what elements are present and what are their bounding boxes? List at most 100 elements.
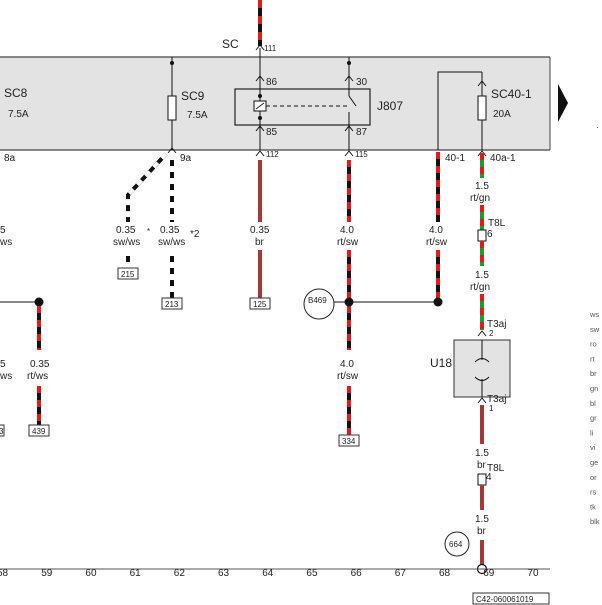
wire-rtsw-1-size: 4.0 xyxy=(340,225,354,236)
ref-215: 215 xyxy=(121,270,135,279)
grid-number: 59 xyxy=(41,568,53,579)
junction-dot xyxy=(344,297,354,307)
footer-code: C42-060061019 xyxy=(476,595,534,604)
footer-code-box xyxy=(472,592,550,605)
wire-rtws-size: 0.35 xyxy=(30,359,50,370)
grid-number: 68 xyxy=(439,568,451,579)
wire-br-1-color: br xyxy=(477,460,487,471)
mark-star-2: *2 xyxy=(190,229,200,240)
terminal-arrow-icon xyxy=(255,150,265,157)
grid-number: 61 xyxy=(130,568,142,579)
legend-item: rt xyxy=(590,354,595,363)
connector-t8l-b-icon xyxy=(477,473,487,486)
fuse-sc8-rating: 7.5A xyxy=(8,109,29,120)
sc40-bridge xyxy=(437,71,482,150)
grid-numbers: 58596061626364656667686970 xyxy=(0,568,539,579)
terminal-arrow-icon xyxy=(344,150,354,157)
grid-number: 64 xyxy=(262,568,274,579)
fuse-sc40-1-pin: 40a-1 xyxy=(490,153,516,164)
wire-sc9-b-size: 0.35 xyxy=(160,225,180,236)
terminal-arrow-icon xyxy=(477,150,487,157)
pin-111: 111 xyxy=(264,44,277,53)
grid-number: 65 xyxy=(306,568,318,579)
legend-item: tk xyxy=(590,502,596,511)
u18-symbol-icon xyxy=(474,358,490,363)
fuse-sc40-1-name: SC40-1 xyxy=(491,87,532,101)
wire-left-bot-size: 5 xyxy=(0,359,6,370)
ref-box-125 xyxy=(249,297,271,310)
relay-pin-30: 30 xyxy=(356,77,368,88)
legend-item: br xyxy=(590,369,597,378)
grid-number: 67 xyxy=(395,568,407,579)
connector-t3aj-b: T3aj xyxy=(487,394,506,405)
wire-rtgn-1-color: rt/gn xyxy=(470,193,490,204)
wire-rtgn-2-size: 1.5 xyxy=(475,270,489,281)
ref-left: 3 xyxy=(0,427,4,436)
ref-334: 334 xyxy=(342,437,356,446)
continuation-arrow-icon xyxy=(558,84,568,122)
pin-112: 112 xyxy=(266,150,279,159)
legend-item: rs xyxy=(590,488,596,497)
ref-439: 439 xyxy=(32,427,46,436)
component-664: 664 xyxy=(449,540,463,549)
legend-item: li xyxy=(590,428,594,437)
edge-mark: · xyxy=(596,123,599,132)
legend-item: bl xyxy=(590,399,596,408)
connector-t3aj-b-pin: 1 xyxy=(489,404,494,413)
pin-40-1: 40-1 xyxy=(445,153,465,164)
grid-number: 60 xyxy=(85,568,97,579)
ref-box-left xyxy=(0,424,5,437)
ref-213: 213 xyxy=(165,300,179,309)
ref-box-439 xyxy=(28,424,50,437)
sc-label: SC xyxy=(222,37,239,51)
wire-rtsw-1-color: rt/sw xyxy=(337,237,359,248)
legend-item: vi xyxy=(590,443,596,452)
component-664-circle xyxy=(444,531,470,557)
fuse-sc8-pin: 8a xyxy=(4,153,16,164)
relay-j807-label: J807 xyxy=(377,99,403,113)
terminal-arrow-icon xyxy=(255,44,265,51)
grid-number: 58 xyxy=(0,568,9,579)
legend-item: sw xyxy=(590,325,600,334)
fuse-sc9-pin: 9a xyxy=(180,153,192,164)
wire-rtws-color: rt/ws xyxy=(27,371,48,382)
wire-rtsw-2-color: rt/sw xyxy=(426,237,448,248)
wire-left-top-size: 5 xyxy=(0,225,6,236)
wire-br-2-size: 1.5 xyxy=(475,514,489,525)
connector-t8l-a: T8L xyxy=(488,218,506,229)
ref-125: 125 xyxy=(253,300,267,309)
ref-box-213 xyxy=(161,297,183,310)
component-b469: B469 xyxy=(308,296,327,305)
relay-pin-85: 85 xyxy=(266,127,278,138)
wire-rtsw-3-color: rt/sw xyxy=(337,371,359,382)
legend-item: gr xyxy=(590,414,597,423)
mark-star: * xyxy=(147,227,150,236)
relay-pin-87: 87 xyxy=(356,127,368,138)
connector-t8l-b-pin: 4 xyxy=(486,472,492,483)
junction-dot xyxy=(34,297,44,307)
wire-left-top-color: ws xyxy=(0,237,12,248)
wire-rtgn-1-size: 1.5 xyxy=(475,181,489,192)
grid-number: 70 xyxy=(527,568,539,579)
wire-br-2-color: br xyxy=(477,526,487,537)
legend-item: ws xyxy=(589,310,599,319)
legend-item: ro xyxy=(590,340,597,349)
fuse-sc9-name: SC9 xyxy=(181,89,205,103)
grid-number: 62 xyxy=(174,568,186,579)
wire-rtgn-2-color: rt/gn xyxy=(470,282,490,293)
relay-j807-box xyxy=(234,88,371,126)
wire-br-1-size: 1.5 xyxy=(475,448,489,459)
connector-t8l-a-pin: 6 xyxy=(487,229,493,240)
terminal-arrow-icon xyxy=(167,147,177,154)
relay-contact xyxy=(348,95,357,107)
wire-br-color: br xyxy=(255,237,265,248)
junction-dot xyxy=(433,297,443,307)
component-b469-circle xyxy=(303,288,335,320)
connector-t3aj-a: T3aj xyxy=(487,319,506,330)
fuse-sc40-1-rating: 20A xyxy=(493,109,511,120)
grid-number: 63 xyxy=(218,568,230,579)
wire-sc9-b-color: sw/ws xyxy=(158,237,185,248)
component-u18: U18 xyxy=(430,356,452,370)
wire-sc9-branch-a xyxy=(126,152,168,222)
